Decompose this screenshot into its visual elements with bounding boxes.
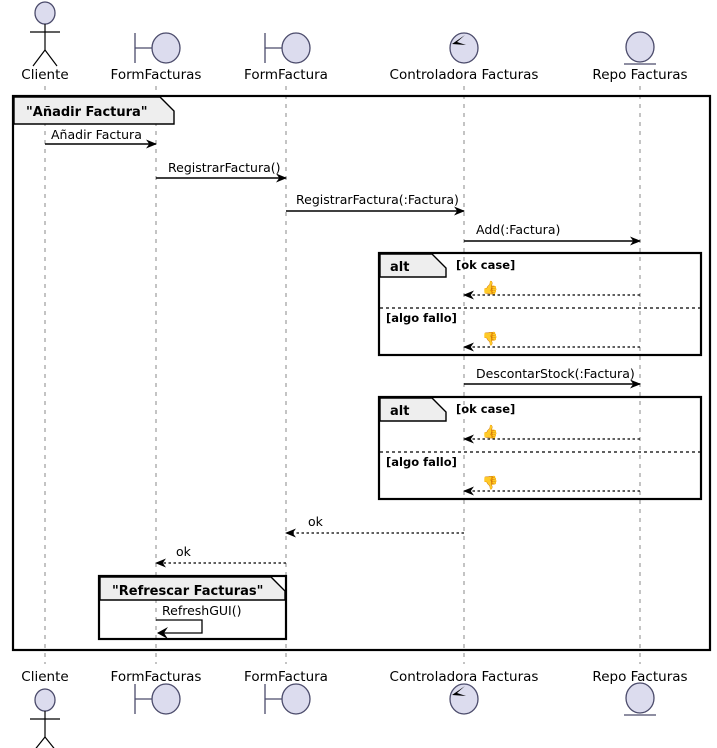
frame-tag-anadir-factura bbox=[13, 96, 175, 125]
frame-label-anadir-factura: "Añadir Factura" bbox=[26, 105, 148, 120]
entity-circle-icon bbox=[625, 682, 655, 714]
participant-footer-controladora[interactable]: Controladora Facturas bbox=[390, 669, 539, 715]
control-arrow-icon bbox=[452, 35, 466, 45]
participant-footer-formfactura[interactable]: FormFactura bbox=[244, 669, 328, 715]
control-circle-icon bbox=[449, 683, 479, 715]
alt-block-1-tag bbox=[379, 253, 447, 278]
frame-refrescar-facturas: "Refrescar Facturas" RefreshGUI() bbox=[97, 574, 288, 641]
participant-footer-cliente[interactable]: Cliente bbox=[21, 669, 69, 748]
participant-header-formfactura[interactable]: FormFactura bbox=[244, 32, 328, 83]
alt-block-2-thumbs-up-icon: 👍 bbox=[482, 424, 498, 440]
frame-label-refrescar: "Refrescar Facturas" bbox=[112, 584, 263, 599]
self-message-arrowhead-refreshgui bbox=[157, 627, 168, 639]
participant-label-cliente: Cliente bbox=[21, 67, 68, 83]
actor-leg-left bbox=[35, 736, 46, 748]
alt-block-1-guard-ok: [ok case] bbox=[456, 258, 515, 272]
alt-block-1-thumbs-down-icon: 👎 bbox=[482, 331, 498, 347]
alt-block-1-thumbs-up-icon: 👍 bbox=[482, 280, 498, 296]
self-message-loop-refreshgui bbox=[156, 619, 203, 634]
control-arrow-icon bbox=[452, 686, 466, 696]
actor-leg-right bbox=[44, 736, 55, 748]
message-label-6: ok bbox=[308, 514, 324, 529]
frame-refrescar-tag bbox=[99, 576, 286, 601]
participant-footer-label-cliente: Cliente bbox=[21, 669, 68, 685]
participant-footer-label-repo: Repo Facturas bbox=[592, 669, 687, 685]
message-label-1: Añadir Factura bbox=[51, 127, 142, 142]
message-label-7: ok bbox=[176, 544, 192, 559]
message-label-5: DescontarStock(:Factura) bbox=[476, 366, 635, 381]
boundary-circle-icon bbox=[151, 683, 181, 715]
message-ok-controladora[interactable]: ok bbox=[285, 514, 464, 538]
participant-label-repo: Repo Facturas bbox=[592, 67, 687, 83]
entity-circle-icon bbox=[625, 31, 655, 63]
actor-leg-left bbox=[32, 49, 46, 67]
message-anadir-factura[interactable]: Añadir Factura bbox=[45, 127, 157, 149]
participant-footer-formfacturas[interactable]: FormFacturas bbox=[111, 669, 202, 715]
participant-header-repo[interactable]: Repo Facturas bbox=[592, 31, 688, 83]
frame-anadir-factura bbox=[11, 94, 712, 652]
alt-block-1: alt [ok case] 👍 [algo fallo] 👎 bbox=[377, 251, 703, 357]
alt-block-2-guard-ok: [ok case] bbox=[456, 402, 515, 416]
control-circle-icon bbox=[449, 32, 479, 64]
frame-refrescar-border bbox=[97, 574, 288, 641]
boundary-circle-icon bbox=[151, 32, 181, 64]
message-descontarstock[interactable]: DescontarStock(:Factura) bbox=[464, 366, 641, 389]
alt-block-1-keyword: alt bbox=[390, 260, 409, 275]
boundary-circle-icon bbox=[281, 683, 311, 715]
message-label-4: Add(:Factura) bbox=[476, 222, 560, 237]
participant-footer-repo[interactable]: Repo Facturas bbox=[592, 669, 688, 716]
alt-block-2-thumbs-down-icon: 👎 bbox=[482, 475, 498, 491]
participant-label-controladora: Controladora Facturas bbox=[390, 67, 539, 83]
self-message-label-refreshgui: RefreshGUI() bbox=[162, 603, 241, 618]
participant-header-formfacturas[interactable]: FormFacturas bbox=[111, 32, 202, 83]
actor-head-icon bbox=[34, 1, 56, 25]
participant-footer-label-formfacturas: FormFacturas bbox=[111, 669, 202, 685]
actor-head-icon bbox=[34, 688, 56, 712]
participant-header-cliente[interactable]: Cliente bbox=[21, 1, 69, 83]
alt-block-2-guard-fail: [algo fallo] bbox=[386, 455, 457, 469]
participant-label-formfacturas: FormFacturas bbox=[111, 67, 202, 83]
alt-block-1-border bbox=[377, 251, 703, 357]
message-registrarfactura[interactable]: RegistrarFactura() bbox=[156, 160, 287, 183]
message-add-factura[interactable]: Add(:Factura) bbox=[464, 222, 641, 246]
actor-leg-right bbox=[44, 49, 58, 67]
participant-footer-label-controladora: Controladora Facturas bbox=[390, 669, 539, 685]
alt-block-2: alt [ok case] 👍 [algo fallo] 👎 bbox=[377, 395, 703, 501]
message-label-2: RegistrarFactura() bbox=[168, 160, 281, 175]
message-registrarfactura-factura[interactable]: RegistrarFactura(:Factura) bbox=[286, 192, 465, 216]
alt-block-1-guard-fail: [algo fallo] bbox=[386, 311, 457, 325]
message-ok-formfactura[interactable]: ok bbox=[155, 544, 286, 568]
participant-footer-label-formfactura: FormFactura bbox=[244, 669, 328, 685]
boundary-circle-icon bbox=[281, 32, 311, 64]
message-label-3: RegistrarFactura(:Factura) bbox=[296, 192, 459, 207]
participant-label-formfactura: FormFactura bbox=[244, 67, 328, 83]
alt-block-2-tag bbox=[379, 397, 447, 422]
alt-block-2-keyword: alt bbox=[390, 404, 409, 419]
participant-header-controladora[interactable]: Controladora Facturas bbox=[390, 32, 539, 83]
alt-block-2-border bbox=[377, 395, 703, 501]
